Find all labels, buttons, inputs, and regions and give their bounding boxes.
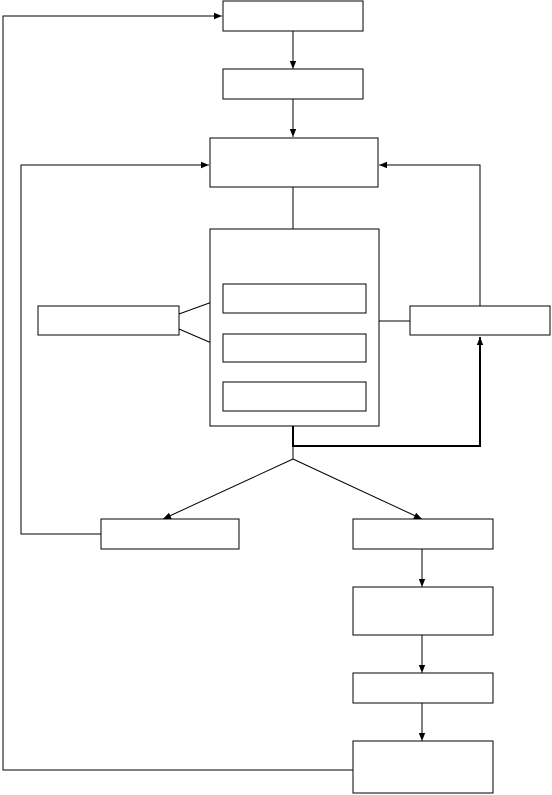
connectors [2,12,484,771]
node-inner3 [222,381,367,412]
node-n3 [209,137,379,188]
node-n2 [222,68,364,100]
node-inner2 [222,333,367,363]
node-inner1 [222,283,367,314]
edge-fork-bottom-left [162,458,294,520]
node-n1 [222,0,364,32]
node-bottom-right-4 [352,740,494,794]
edge-bottom-left-n3 [20,161,209,535]
node-bottom-left [100,518,240,550]
edge-right-box-n3 [379,161,481,306]
node-bottom-right-3 [352,672,494,704]
edge-fork-bottom-right-1 [292,458,423,520]
node-right-box [409,305,551,336]
nodes [37,0,551,794]
node-left-box [37,305,180,336]
node-bottom-right-2 [352,586,494,636]
edge-container-bottom-right-box [292,337,484,447]
node-bottom-right-1 [352,518,494,550]
edge-bottom-right-4-n1 [2,12,353,771]
